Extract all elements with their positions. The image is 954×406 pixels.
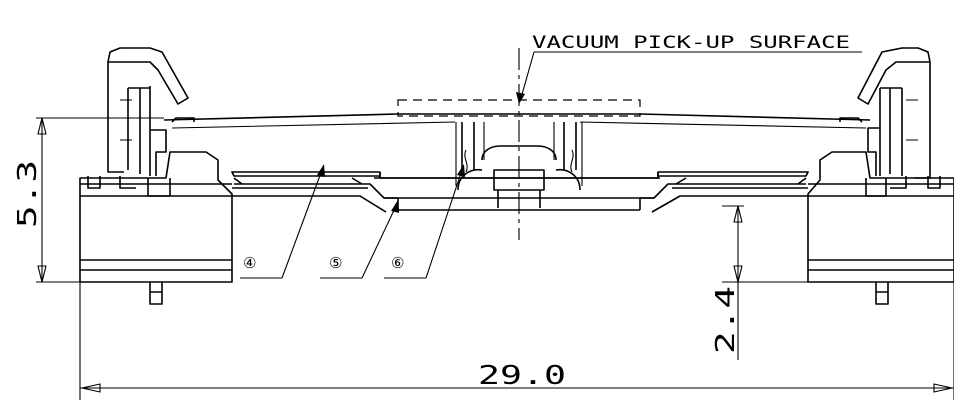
left-pin: [149, 282, 163, 305]
right-pin: [875, 282, 889, 305]
dimension-height-5.3: [36, 117, 164, 283]
callout-6: [384, 164, 465, 279]
callout-6-label: ⑥: [391, 254, 404, 272]
dimension-height-label: 5.3: [13, 160, 43, 228]
right-latch: [857, 47, 931, 179]
callout-4: [240, 164, 325, 279]
dimension-gap-2.4: [722, 205, 808, 360]
vacuum-label: VACUUM PICK-UP SURFACE: [532, 33, 850, 53]
callout-5-label: ⑤: [329, 254, 342, 272]
left-latch: [107, 47, 189, 176]
dimension-width-label: 29.0: [478, 361, 566, 391]
callout-4-label: ④: [243, 254, 256, 272]
main-body: [79, 122, 954, 283]
dimension-gap-label: 2.4: [711, 286, 741, 354]
callout-5: [320, 200, 399, 279]
vacuum-leader: [516, 51, 862, 104]
dimension-width-29.0: [79, 282, 954, 400]
